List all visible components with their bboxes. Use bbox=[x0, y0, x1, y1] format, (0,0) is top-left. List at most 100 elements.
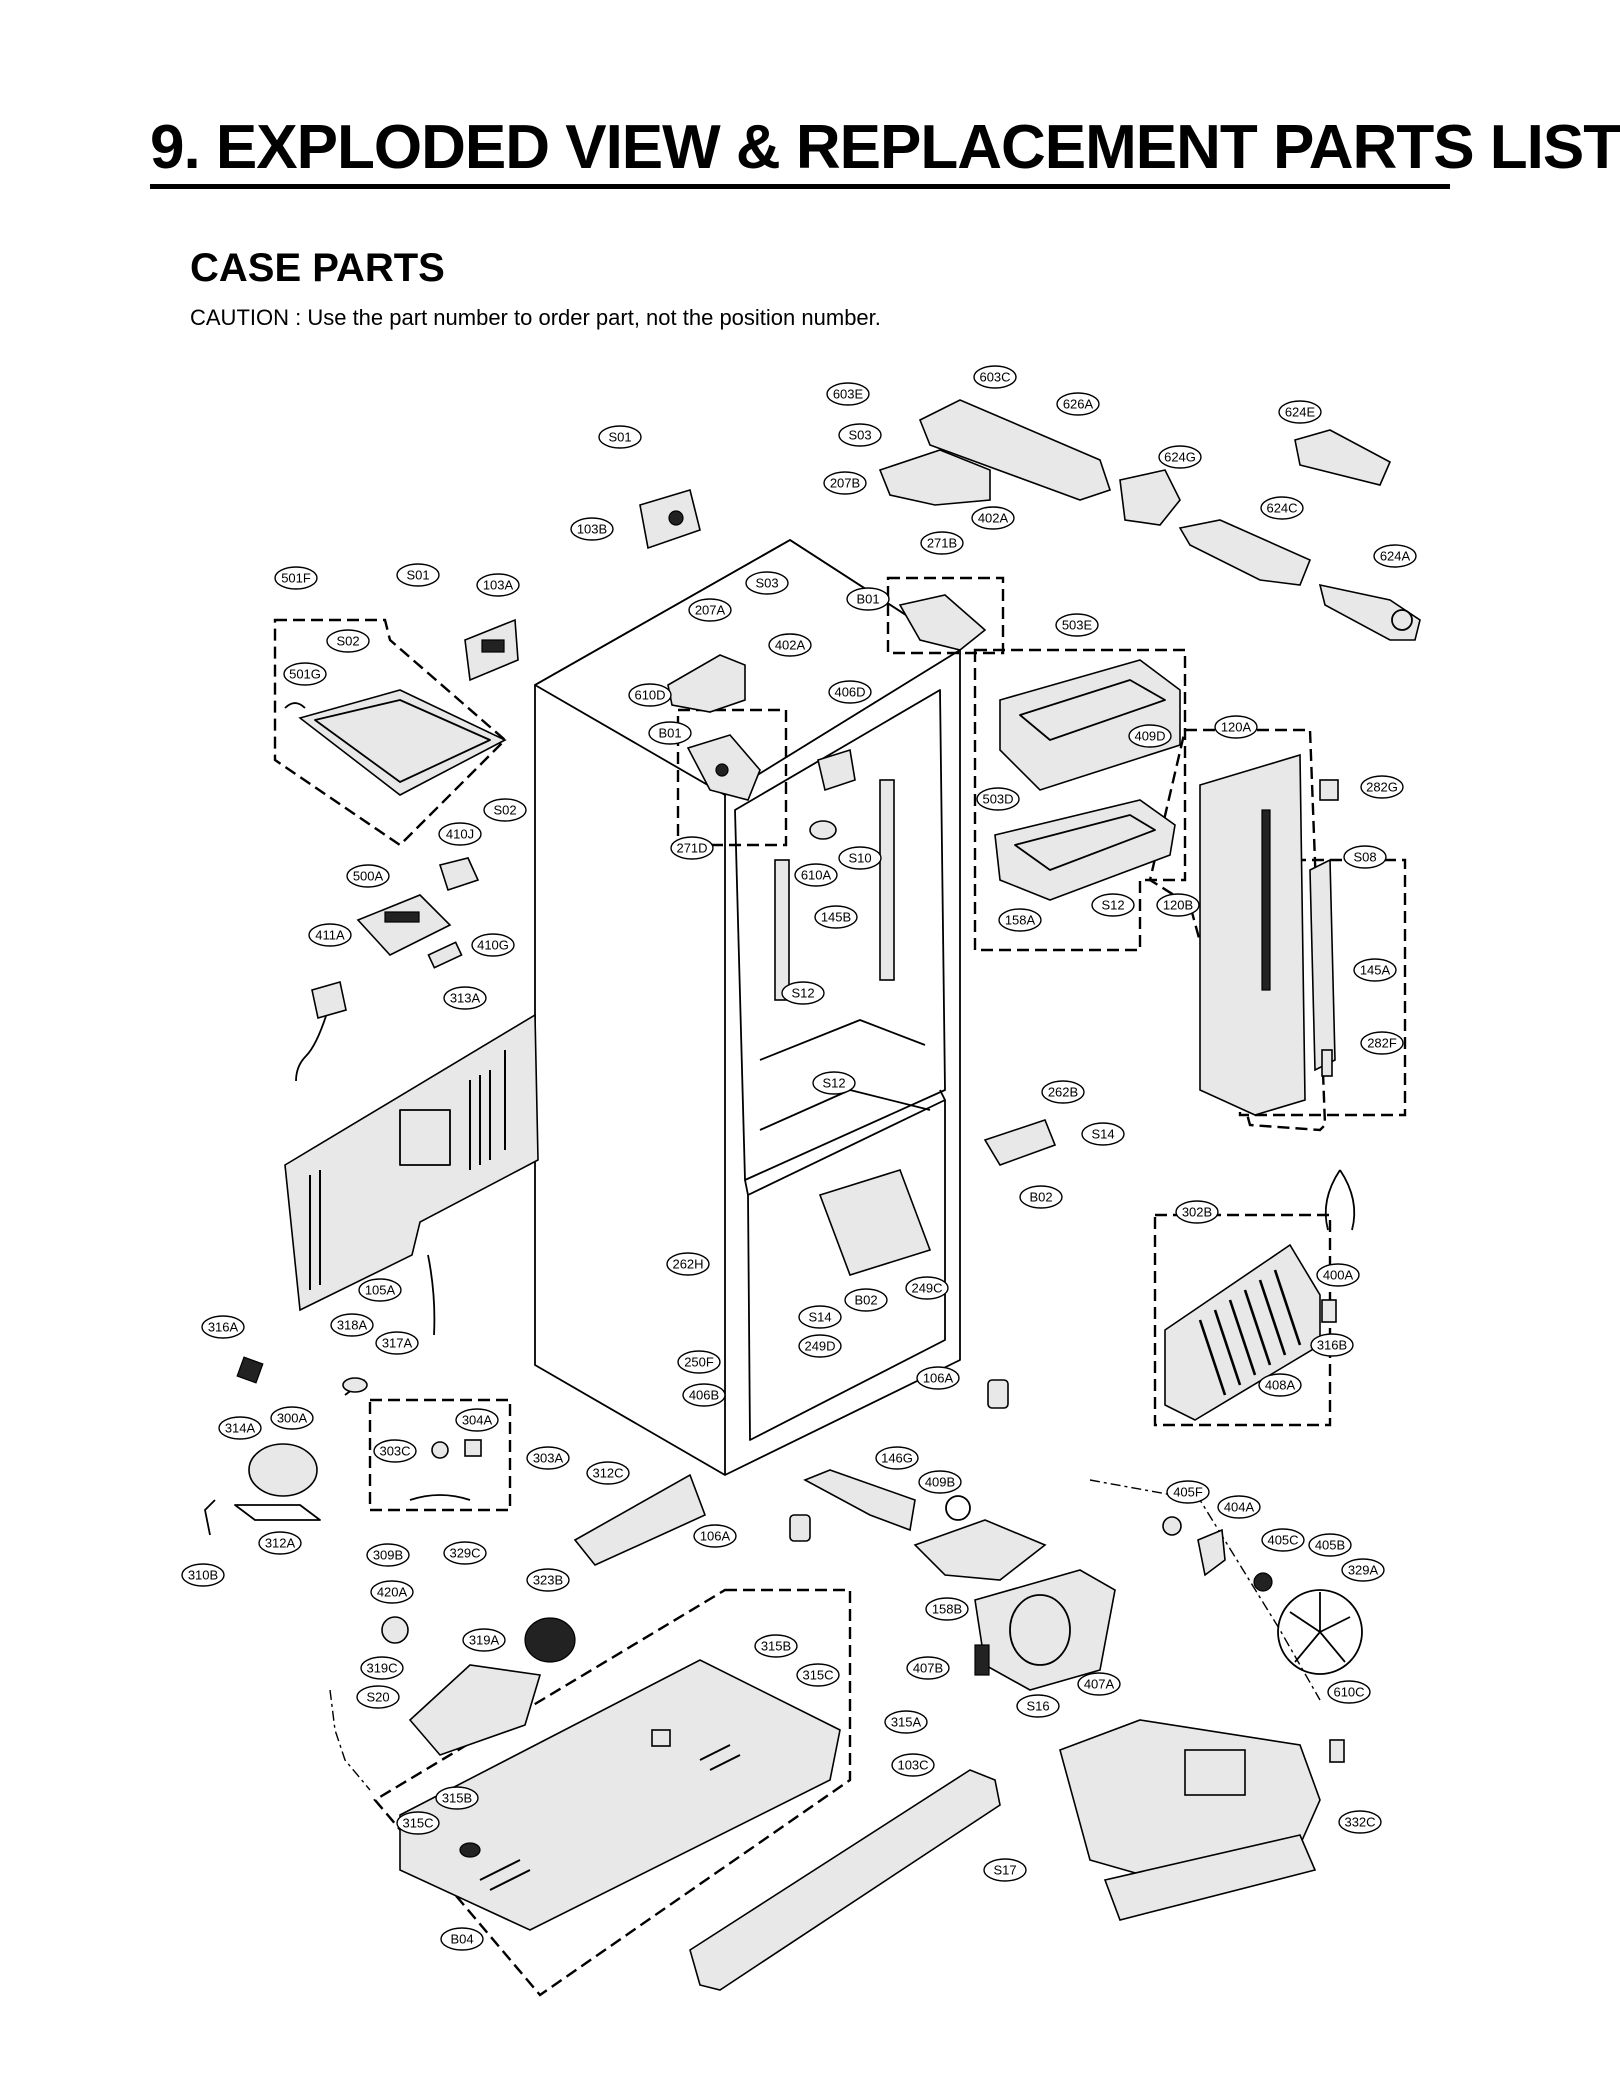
svg-text:500A: 500A bbox=[353, 869, 384, 884]
callout: 407B bbox=[906, 1656, 950, 1680]
callout: 332C bbox=[1338, 1810, 1382, 1834]
svg-text:145A: 145A bbox=[1360, 963, 1391, 978]
svg-text:120A: 120A bbox=[1221, 720, 1252, 735]
svg-text:408A: 408A bbox=[1265, 1378, 1296, 1393]
svg-text:313A: 313A bbox=[450, 991, 481, 1006]
part-407A-332C-back bbox=[1059, 1719, 1345, 1921]
callout: S17 bbox=[983, 1858, 1027, 1882]
group-271D bbox=[676, 708, 788, 847]
callout: 603C bbox=[973, 365, 1017, 389]
callout: S01 bbox=[396, 563, 440, 587]
svg-text:316A: 316A bbox=[208, 1320, 239, 1335]
svg-text:B04: B04 bbox=[450, 1932, 473, 1947]
callout: 317A bbox=[375, 1331, 419, 1355]
part-105A-tube bbox=[427, 1254, 436, 1336]
part-410G bbox=[427, 941, 463, 969]
callout: 282G bbox=[1360, 775, 1404, 799]
svg-text:309B: 309B bbox=[373, 1548, 403, 1563]
part-624A bbox=[1318, 583, 1421, 641]
part-271D-hinge bbox=[686, 734, 761, 801]
svg-text:B02: B02 bbox=[1029, 1190, 1052, 1205]
svg-text:409B: 409B bbox=[925, 1475, 955, 1490]
title-divider bbox=[150, 184, 1450, 189]
svg-text:303A: 303A bbox=[533, 1451, 564, 1466]
callout: 271B bbox=[920, 531, 964, 555]
svg-text:406D: 406D bbox=[834, 685, 865, 700]
callout: S16 bbox=[1016, 1694, 1060, 1718]
callout: 624C bbox=[1260, 496, 1304, 520]
svg-text:410J: 410J bbox=[446, 827, 474, 842]
svg-text:302B: 302B bbox=[1182, 1205, 1212, 1220]
part-501-tray bbox=[284, 689, 507, 796]
callout: 249C bbox=[905, 1276, 949, 1300]
part-329A-fan-blade bbox=[1277, 1589, 1363, 1675]
part-610A bbox=[809, 820, 837, 840]
svg-text:105A: 105A bbox=[365, 1283, 396, 1298]
svg-text:405C: 405C bbox=[1267, 1533, 1298, 1548]
svg-text:103C: 103C bbox=[897, 1758, 928, 1773]
svg-text:310B: 310B bbox=[188, 1568, 218, 1583]
part-103B-bracket bbox=[639, 488, 701, 550]
callout: 314A bbox=[218, 1416, 262, 1440]
callout: S12 bbox=[1091, 893, 1135, 917]
callout: 106A bbox=[916, 1366, 960, 1390]
callout: 315C bbox=[396, 1811, 440, 1835]
callout: 312A bbox=[258, 1531, 302, 1555]
callout: 309B bbox=[366, 1543, 410, 1567]
callout: 603E bbox=[826, 382, 870, 406]
part-313A-panel bbox=[284, 1013, 539, 1312]
svg-text:S03: S03 bbox=[755, 576, 778, 591]
callout: 300A bbox=[270, 1406, 314, 1430]
callout: 406D bbox=[828, 680, 872, 704]
svg-text:501F: 501F bbox=[281, 571, 311, 586]
svg-text:106A: 106A bbox=[923, 1371, 954, 1386]
svg-text:503E: 503E bbox=[1062, 618, 1093, 633]
callout: 405F bbox=[1166, 1480, 1210, 1504]
callout: 303A bbox=[526, 1446, 570, 1470]
svg-text:S08: S08 bbox=[1353, 850, 1376, 865]
callout: 207A bbox=[688, 598, 732, 622]
callout: S12 bbox=[781, 981, 825, 1005]
callout: 271D bbox=[670, 836, 714, 860]
callout: 158B bbox=[925, 1597, 969, 1621]
group-120A bbox=[1148, 728, 1327, 1132]
callout: B02 bbox=[1019, 1185, 1063, 1209]
callout: S01 bbox=[598, 425, 642, 449]
callout: 262B bbox=[1041, 1080, 1085, 1104]
svg-text:S02: S02 bbox=[493, 803, 516, 818]
svg-text:B01: B01 bbox=[658, 726, 681, 741]
callout: 501F bbox=[274, 566, 318, 590]
svg-text:304A: 304A bbox=[462, 1413, 493, 1428]
callout: 303C bbox=[373, 1439, 417, 1463]
callout: 406B bbox=[682, 1383, 726, 1407]
callout: 329C bbox=[443, 1541, 487, 1565]
callout: 304A bbox=[455, 1408, 499, 1432]
callout: 207B bbox=[823, 471, 867, 495]
svg-text:624E: 624E bbox=[1285, 405, 1316, 420]
svg-text:624G: 624G bbox=[1164, 450, 1196, 465]
svg-text:303C: 303C bbox=[379, 1444, 410, 1459]
svg-text:262H: 262H bbox=[672, 1257, 703, 1272]
callout: 409D bbox=[1128, 724, 1172, 748]
callout: 610C bbox=[1327, 1680, 1371, 1704]
callout: 501G bbox=[283, 662, 327, 686]
svg-text:106A: 106A bbox=[700, 1529, 731, 1544]
svg-text:329A: 329A bbox=[1348, 1563, 1379, 1578]
svg-text:S12: S12 bbox=[791, 986, 814, 1001]
part-106A-leg bbox=[789, 1379, 1009, 1542]
callout: S03 bbox=[838, 423, 882, 447]
callout: 610D bbox=[628, 683, 672, 707]
callout: 106A bbox=[693, 1524, 737, 1548]
svg-text:S12: S12 bbox=[822, 1076, 845, 1091]
part-146G bbox=[803, 1469, 916, 1532]
caution-note: CAUTION : Use the part number to order p… bbox=[190, 305, 881, 330]
svg-text:603E: 603E bbox=[833, 387, 864, 402]
svg-text:315C: 315C bbox=[402, 1816, 433, 1831]
callout: 315A bbox=[884, 1710, 928, 1734]
part-300A-compressor bbox=[234, 1443, 321, 1521]
fan-axis bbox=[1089, 1479, 1321, 1701]
svg-text:B02: B02 bbox=[854, 1293, 877, 1308]
svg-text:271D: 271D bbox=[676, 841, 707, 856]
svg-text:103B: 103B bbox=[577, 522, 607, 537]
svg-text:250F: 250F bbox=[684, 1355, 714, 1370]
